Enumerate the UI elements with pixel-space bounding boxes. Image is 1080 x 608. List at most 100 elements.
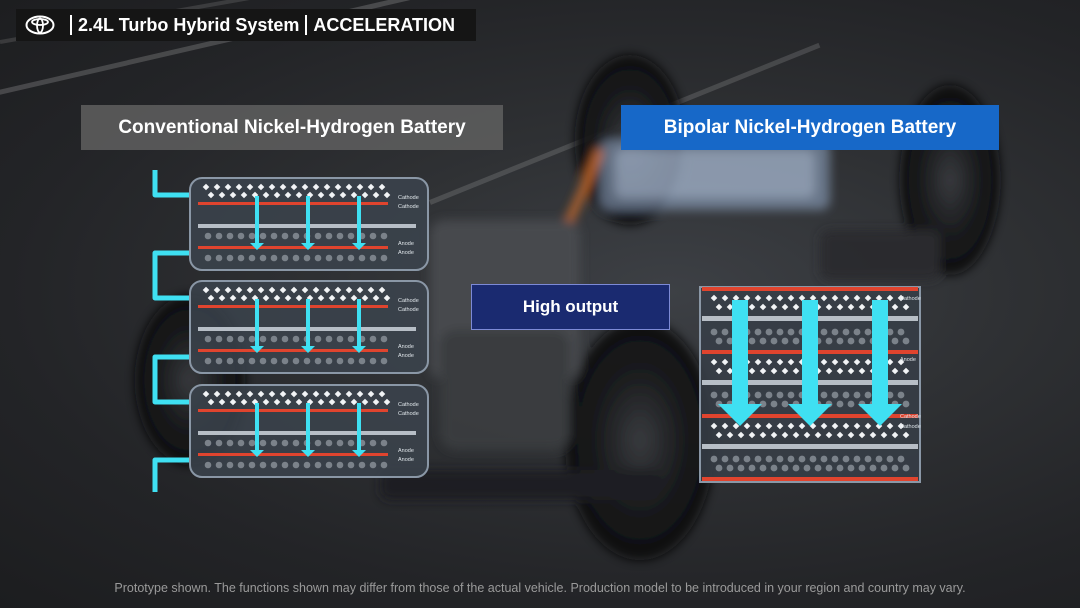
active-material-dot <box>765 391 773 399</box>
active-material-diamond <box>246 390 254 398</box>
active-material-diamond <box>356 183 364 191</box>
active-material-dot <box>853 455 861 463</box>
active-material-dot <box>325 439 333 447</box>
arrow-head <box>250 346 264 353</box>
active-material-diamond <box>732 422 740 430</box>
active-material-diamond <box>312 286 320 294</box>
anode-electrode <box>198 349 388 352</box>
active-material-dot <box>237 232 245 240</box>
active-material-dot <box>721 328 729 336</box>
cathode-label: Cathode <box>398 307 419 313</box>
active-material-dot <box>281 439 289 447</box>
active-material-dot <box>215 335 223 343</box>
active-material-diamond <box>328 294 336 302</box>
active-material-dot <box>237 254 245 262</box>
active-material-dot <box>781 337 789 345</box>
active-material-dot <box>765 455 773 463</box>
current-flow-arrow <box>301 299 315 353</box>
active-material-diamond <box>897 294 905 302</box>
active-material-diamond <box>836 431 844 439</box>
active-material-dot <box>204 461 212 469</box>
active-material-dot <box>792 337 800 345</box>
active-material-diamond <box>825 431 833 439</box>
anode-label: Anode <box>398 241 414 247</box>
active-material-dot <box>204 357 212 365</box>
active-material-diamond <box>235 183 243 191</box>
active-material-dot <box>237 357 245 365</box>
active-material-diamond <box>378 183 386 191</box>
active-material-diamond <box>902 367 910 375</box>
active-material-diamond <box>748 431 756 439</box>
active-material-dot <box>281 232 289 240</box>
arrow-shaft <box>306 403 310 451</box>
arrow-head <box>352 346 366 353</box>
cathode-electrode <box>198 409 388 412</box>
arrow-head <box>352 243 366 250</box>
active-material-diamond <box>290 390 298 398</box>
active-material-diamond <box>262 191 270 199</box>
arrow-head <box>352 450 366 457</box>
active-material-diamond <box>858 431 866 439</box>
active-material-diamond <box>726 367 734 375</box>
active-material-diamond <box>301 286 309 294</box>
active-material-diamond <box>759 367 767 375</box>
active-material-diamond <box>246 183 254 191</box>
anode-material-row <box>715 464 910 472</box>
active-material-diamond <box>886 358 894 366</box>
active-material-diamond <box>350 294 358 302</box>
active-material-diamond <box>831 358 839 366</box>
active-material-dot <box>281 335 289 343</box>
active-material-diamond <box>798 294 806 302</box>
active-material-diamond <box>229 191 237 199</box>
anode-label: Anode <box>900 357 916 363</box>
cathode-electrode <box>198 305 388 308</box>
active-material-diamond <box>229 294 237 302</box>
active-material-diamond <box>295 191 303 199</box>
anode-material-row <box>204 254 388 262</box>
active-material-dot <box>737 464 745 472</box>
active-material-diamond <box>715 303 723 311</box>
active-material-dot <box>842 391 850 399</box>
active-material-diamond <box>290 183 298 191</box>
active-material-diamond <box>235 390 243 398</box>
active-material-diamond <box>372 191 380 199</box>
active-material-dot <box>358 254 366 262</box>
active-material-dot <box>836 337 844 345</box>
active-material-dot <box>226 254 234 262</box>
active-material-dot <box>215 357 223 365</box>
active-material-dot <box>248 357 256 365</box>
cathode-material-row <box>710 294 905 302</box>
active-material-dot <box>853 391 861 399</box>
arrow-head <box>301 450 315 457</box>
arrow-head <box>250 243 264 250</box>
active-material-diamond <box>356 390 364 398</box>
active-material-dot <box>204 254 212 262</box>
active-material-dot <box>726 464 734 472</box>
current-flow-arrow <box>250 403 264 457</box>
active-material-diamond <box>781 303 789 311</box>
active-material-dot <box>314 232 322 240</box>
active-material-diamond <box>273 294 281 302</box>
active-material-diamond <box>864 294 872 302</box>
active-material-dot <box>825 337 833 345</box>
active-material-dot <box>759 337 767 345</box>
active-material-diamond <box>257 286 265 294</box>
active-material-diamond <box>715 367 723 375</box>
active-material-diamond <box>301 183 309 191</box>
active-material-diamond <box>754 294 762 302</box>
active-material-diamond <box>842 294 850 302</box>
arrow-shaft <box>255 196 259 244</box>
arrow-shaft <box>255 403 259 451</box>
active-material-diamond <box>853 294 861 302</box>
active-material-diamond <box>886 294 894 302</box>
active-material-dot <box>292 439 300 447</box>
active-material-dot <box>814 464 822 472</box>
active-material-dot <box>831 328 839 336</box>
active-material-diamond <box>279 183 287 191</box>
active-material-dot <box>847 337 855 345</box>
active-material-dot <box>281 254 289 262</box>
active-material-diamond <box>328 398 336 406</box>
active-material-diamond <box>721 358 729 366</box>
